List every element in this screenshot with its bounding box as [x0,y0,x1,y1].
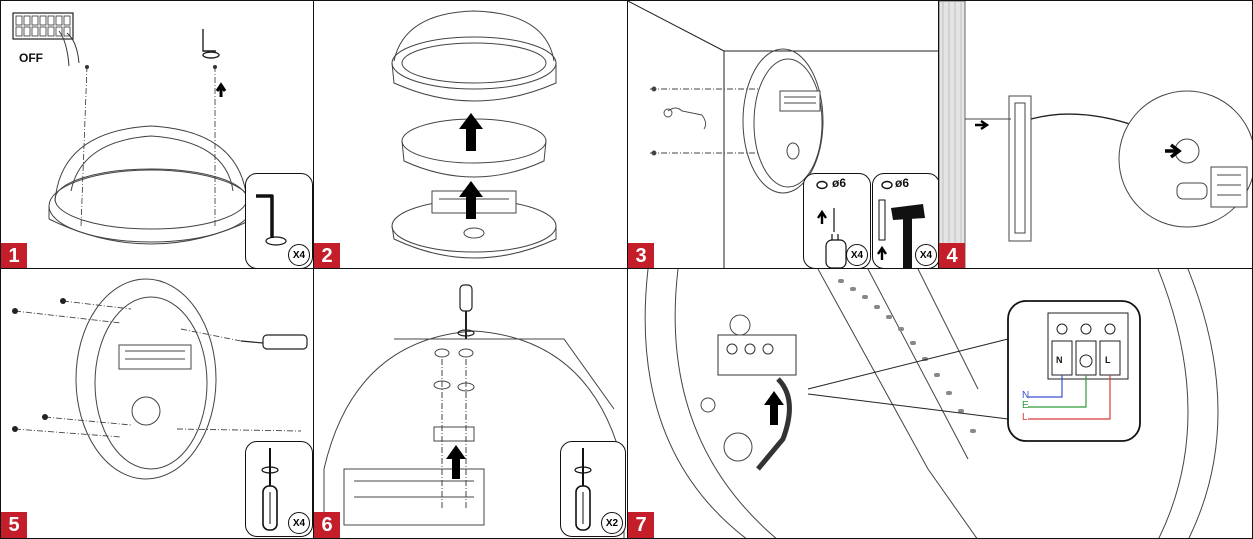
terminal-label-n: N [1056,355,1063,365]
step-7-panel: N L N E L 7 [627,268,1253,539]
step-number: 1 [1,243,27,269]
circuit-breaker-icon [12,12,80,67]
step-6-panel: X2 6 [313,268,629,539]
base-plate-icon [75,278,217,480]
wall-plug-hammer-icon [877,180,925,268]
quantity-badge: X4 [915,244,937,266]
step-2-illustration [391,10,557,259]
step-4-panel: 4 [938,0,1253,270]
step-1-illustration [12,12,254,245]
drill-diameter-label: ø6 [832,176,847,190]
step-2-panel: 2 [313,0,629,270]
housing-interior-icon [644,269,1219,538]
step-number: 6 [314,512,340,538]
terminal-zoom-icon [1047,312,1129,380]
tool-callout: X4 [245,173,313,269]
step-6-illustration [323,284,625,538]
step-1-panel: OFF X4 1 [0,0,315,270]
wall-screws-icon [650,86,758,156]
step-number: 3 [628,243,654,269]
step-7-illustration [644,269,1219,538]
neutral-wire [1028,375,1063,398]
terminal-block-icon [717,334,797,376]
screwdriver-icon [457,284,475,339]
fixing-screws-icon [14,300,302,438]
screwdriver-icon [574,448,592,531]
cable-icon [1030,113,1140,128]
tool-callout: X4 [245,441,313,537]
screwdriver-icon [240,334,308,350]
wire-label-e: E [1022,400,1029,411]
tool-callout: X2 [560,441,626,537]
base-plate-side-icon [742,48,824,194]
wire-label-l: L [1022,412,1028,423]
dome-cover-icon [391,10,557,102]
screwdriver-icon [261,448,279,531]
quantity-badge: X4 [288,512,310,534]
step-5-panel: X4 5 [0,268,315,539]
zoom-detail-icon [1118,90,1252,228]
dome-diffuser-icon [48,125,254,245]
cable-clamp-icon [433,348,475,509]
off-label: OFF [19,51,43,65]
earth-wire [1028,375,1087,408]
drill-callout: ø6 X4 [803,173,871,269]
quantity-badge: X4 [288,244,310,266]
step-number: 7 [628,512,654,538]
allen-key-icon [256,194,287,246]
step-number: 4 [939,243,965,269]
wire-label-n: N [1022,390,1030,401]
vent-grid-icon [838,279,976,433]
step-4-illustration [939,1,1252,269]
step-5-illustration [12,278,308,480]
step-number: 5 [1,512,27,538]
wall-icon [939,1,966,269]
allen-key-icon [202,29,220,59]
step-3-illustration [628,1,939,269]
quantity-badge: X2 [601,512,623,534]
base-plate-side-icon [965,95,1032,242]
housing-icon [323,330,625,538]
terminal-label-l: L [1105,355,1111,365]
plug-callout: ø6 X4 [872,173,939,269]
step-3-panel: ø6 X4 ø6 X4 3 [627,0,940,270]
live-wire [1028,375,1111,420]
step-number: 2 [314,243,340,269]
cable-icon [756,377,792,471]
quantity-badge: X4 [846,244,868,266]
plug-diameter-label: ø6 [895,176,910,190]
